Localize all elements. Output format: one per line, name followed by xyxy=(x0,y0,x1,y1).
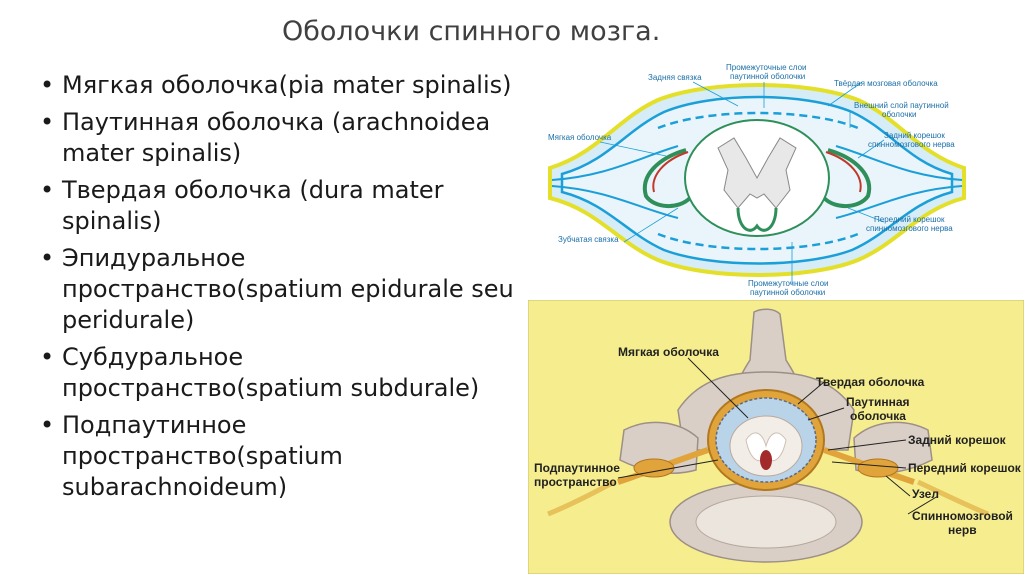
label-nerv-2: нерв xyxy=(948,523,977,537)
label-promezh-top-2: паутинной оболочки xyxy=(730,72,805,81)
bullet-text: Паутинная оболочка (arachnoidea mater sp… xyxy=(62,108,491,167)
label-vneshniy-1: Внешний слой паутинной xyxy=(854,101,949,110)
label-zadnyaya-svyazka: Задняя связка xyxy=(648,73,702,82)
label-promezh-bot-2: паутинной оболочки xyxy=(750,288,825,297)
label-myagkaya-bottom: Мягкая оболочка xyxy=(618,345,719,359)
bullet-item: •Подпаутинное пространство(spatium subar… xyxy=(40,410,520,503)
bullet-item: •Паутинная оболочка (arachnoidea mater s… xyxy=(40,107,520,169)
label-podpautinnoe-1: Подпаутинное xyxy=(534,461,620,475)
bullet-item: •Твердая оболочка (dura mater spinalis) xyxy=(40,175,520,237)
label-myagkaya-top: Мягкая оболочка xyxy=(548,133,612,142)
label-peredniy-2: спинномозгового нерва xyxy=(866,224,953,233)
bullet-dot: • xyxy=(40,343,55,371)
label-uzel: Узел xyxy=(912,487,939,501)
meninges-schematic-diagram: Задняя связка Промежуточные слои паутинн… xyxy=(528,58,986,300)
bullet-dot: • xyxy=(40,176,55,204)
bullet-dot: • xyxy=(40,108,55,136)
label-zadniy-1: Задний корешок xyxy=(884,131,945,140)
bullet-text: Субдуральное пространство(spatium subdur… xyxy=(62,343,480,402)
bullet-text: Твердая оболочка (dura mater spinalis) xyxy=(62,176,444,235)
bullet-list: •Мягкая оболочка(pia mater spinalis) •Па… xyxy=(40,70,520,509)
bullet-item: •Субдуральное пространство(spatium subdu… xyxy=(40,342,520,404)
label-zadniy-2: спинномозгового нерва xyxy=(868,140,955,149)
bullet-text: Эпидуральное пространство(spatium epidur… xyxy=(62,244,514,334)
label-pautinnaya-2: оболочка xyxy=(850,409,906,423)
bullet-text: Подпаутинное пространство(spatium subara… xyxy=(62,411,343,501)
slide-title: Оболочки спинного мозга. xyxy=(282,16,661,47)
label-tverdaya-bottom: Твердая оболочка xyxy=(816,375,925,389)
label-promezh-bot-1: Промежуточные слои xyxy=(748,279,828,288)
label-pautinnaya-1: Паутинная xyxy=(846,395,910,409)
label-zadniy-bottom: Задний корешок xyxy=(908,433,1007,447)
bullet-text: Мягкая оболочка(pia mater spinalis) xyxy=(62,71,512,99)
label-peredniy-1: Передний корешок xyxy=(874,215,945,224)
label-vneshniy-2: оболочки xyxy=(882,110,916,119)
label-podpautinnoe-2: пространство xyxy=(534,475,617,489)
label-zubchataya: Зубчатая связка xyxy=(558,235,619,244)
label-peredniy-bottom: Передний корешок xyxy=(908,461,1022,475)
bullet-item: •Эпидуральное пространство(spatium epidu… xyxy=(40,243,520,336)
label-nerv-1: Спинномозговой xyxy=(912,509,1013,523)
label-promezh-top-1: Промежуточные слои xyxy=(726,63,806,72)
vertebra-meninges-illustration: Мягкая оболочка Твердая оболочка Паутинн… xyxy=(528,300,1024,574)
bullet-dot: • xyxy=(40,411,55,439)
bullet-dot: • xyxy=(40,71,55,99)
bullet-item: •Мягкая оболочка(pia mater spinalis) xyxy=(40,70,520,101)
bullet-dot: • xyxy=(40,244,55,272)
label-tverdaya-top: Твёрдая мозговая оболочка xyxy=(834,79,938,88)
